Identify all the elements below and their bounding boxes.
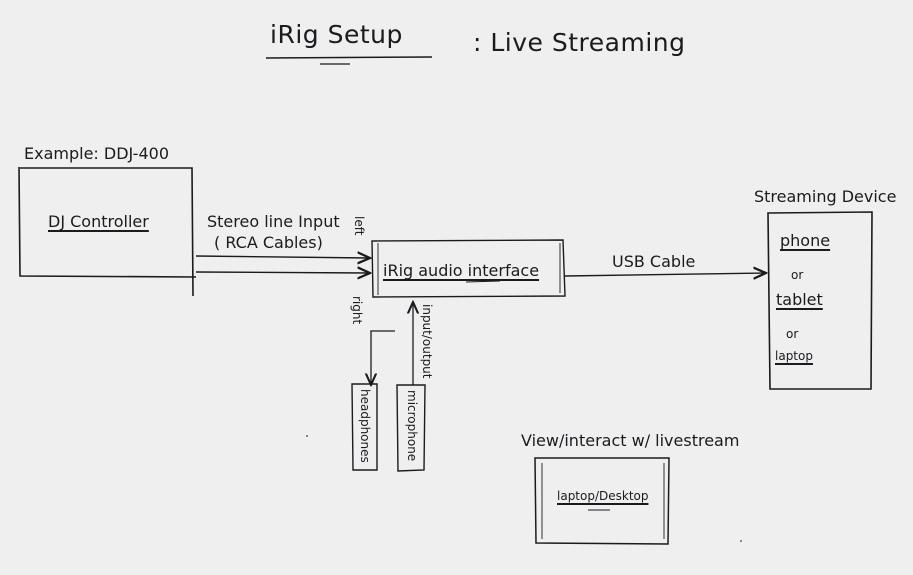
stereo-input-label: Stereo line Input [207, 212, 340, 231]
left-channel-label: left [352, 216, 366, 236]
headphones-box [351, 383, 378, 471]
title-main: iRig Setup [270, 20, 403, 49]
device-option-or: or [791, 268, 804, 282]
input-output-label: input/output [420, 304, 434, 379]
streaming-device-box [767, 211, 873, 390]
dj-controller-label: DJ Controller [48, 212, 149, 231]
microphone-label: microphone [405, 390, 419, 462]
streaming-device-title: Streaming Device [754, 187, 897, 206]
device-option-tablet: tablet [776, 290, 823, 309]
example-label: Example: DDJ-400 [24, 144, 169, 163]
device-option-laptop: laptop [775, 349, 813, 363]
irig-interface-label: iRig audio interface [383, 261, 540, 280]
rca-cables-label: ( RCA Cables) [214, 233, 323, 252]
usb-cable-label: USB Cable [612, 252, 696, 271]
microphone-box [396, 384, 426, 472]
laptop-desktop-label: laptop/Desktop [557, 489, 649, 503]
pencil-dot [740, 540, 742, 542]
device-option-or-2: or [786, 327, 799, 341]
view-interact-label: View/interact w/ livestream [521, 431, 740, 450]
pencil-dot [306, 435, 308, 437]
device-option-phone: phone [780, 231, 831, 250]
rca-cable-top [195, 256, 370, 258]
laptop-desktop-box [534, 457, 670, 545]
title-suffix: : Live Streaming [473, 28, 686, 57]
right-channel-label: right [350, 296, 364, 325]
rca-cable-bottom [195, 272, 370, 273]
irig-box [371, 239, 566, 298]
headphones-label: headphones [358, 389, 372, 463]
dj-controller-box [18, 166, 197, 297]
irig-underline-mark [465, 280, 501, 283]
headphones-wire [371, 330, 395, 385]
usb-cable-arrow [564, 273, 766, 276]
title-underline [265, 56, 433, 59]
